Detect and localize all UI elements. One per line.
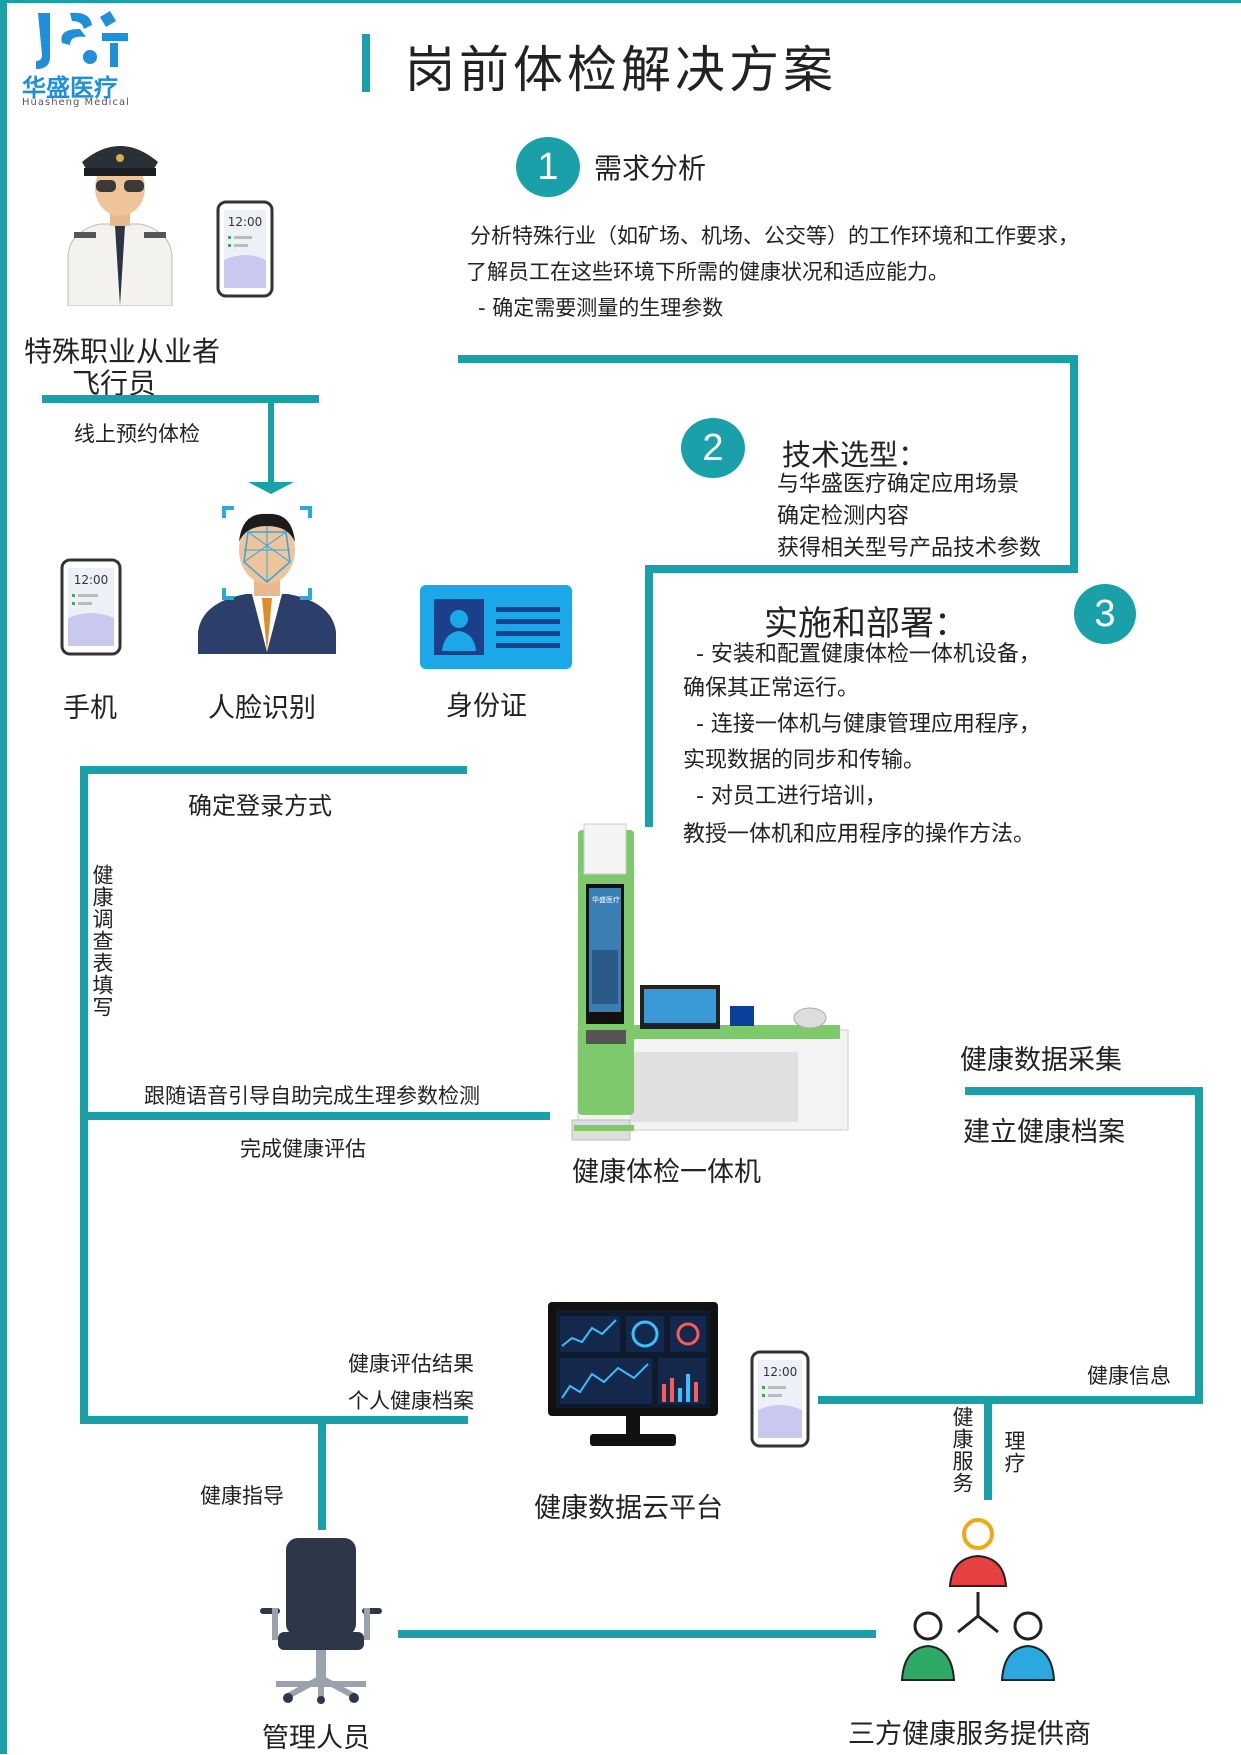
step-2-line-1: 与华盛医疗确定应用场景 <box>777 472 1020 497</box>
voice-line <box>80 1112 550 1120</box>
connector-2-3-v <box>645 565 653 827</box>
pilot-underline <box>42 395 319 403</box>
results-label-2: 个人健康档案 <box>348 1389 474 1413</box>
survey-label: 健康调查表填写 <box>90 864 114 1018</box>
manager-provider-line <box>398 1630 876 1638</box>
voice-label: 跟随语音引导自助完成生理参数检测 <box>144 1084 480 1108</box>
face-label: 人脸识别 <box>208 693 316 724</box>
pilot-illustration <box>67 146 173 306</box>
logo-text-cn: 华盛医疗 <box>22 74 118 102</box>
phone-icon-middle: 12:00 <box>60 558 122 656</box>
step-2-title: 技术选型： <box>782 438 928 472</box>
health-service-label: 健康服务 <box>950 1406 974 1494</box>
health-info-line <box>818 1396 1203 1404</box>
step-2-badge: 2 <box>681 418 745 478</box>
idcard-label: 身份证 <box>446 691 527 722</box>
top-border <box>0 0 1241 3</box>
booking-arrow-stem <box>268 403 274 485</box>
login-top-line <box>80 766 467 774</box>
step-3-line-5: - 对员工进行培训， <box>696 784 887 809</box>
therapy-label: 理疗 <box>1002 1430 1026 1474</box>
collect-line <box>965 1087 1203 1095</box>
service-vertical-line <box>984 1396 992 1500</box>
step-3-line-2: 确保其正常运行。 <box>683 676 860 701</box>
phone-label: 手机 <box>63 693 117 724</box>
archive-label: 建立健康档案 <box>963 1117 1125 1148</box>
step-3-line-1: - 安装和配置健康体检一体机设备， <box>696 642 1041 667</box>
guidance-label: 健康指导 <box>200 1484 284 1508</box>
step-1-badge: 1 <box>516 137 580 197</box>
left-border <box>0 0 7 1754</box>
pilot-label-2: 飞行员 <box>72 367 157 400</box>
cloud-label: 健康数据云平台 <box>534 1493 723 1524</box>
phone-icon-top: 12:00 <box>216 200 274 298</box>
step-2-line-2: 确定检测内容 <box>777 504 910 529</box>
page-title: 岗前体检解决方案 <box>405 41 837 99</box>
step-2-line-3: 获得相关型号产品技术参数 <box>777 536 1042 561</box>
assessment-label: 完成健康评估 <box>240 1137 366 1161</box>
id-card-icon <box>420 585 572 669</box>
title-bar <box>362 34 370 92</box>
step-3-badge: 3 <box>1074 584 1136 644</box>
results-line <box>80 1416 468 1424</box>
pilot-label-1: 特殊职业从业者 <box>24 335 221 368</box>
phone-time-top: 12:00 <box>228 215 263 229</box>
right-vertical-line <box>1195 1087 1203 1404</box>
left-process-vertical <box>80 766 88 1424</box>
arrow-down-icon <box>248 482 294 494</box>
phone-time-middle: 12:00 <box>74 573 109 587</box>
health-info-label: 健康信息 <box>1087 1364 1171 1388</box>
step-3-line-4: 实现数据的同步和传输。 <box>683 748 926 773</box>
logo-mark-icon <box>36 11 128 69</box>
step-1-line-1: 分析特殊行业（如矿场、机场、公交等）的工作环境和工作要求， <box>470 224 1079 248</box>
collect-label: 健康数据采集 <box>960 1045 1122 1076</box>
face-recognition-illustration <box>198 506 336 654</box>
guidance-vertical-line <box>318 1416 326 1530</box>
provider-people-icon <box>900 1518 1056 1681</box>
kiosk-screen-logo: 华盛医疗 <box>592 895 620 904</box>
step-1-line-2: 了解员工在这些环境下所需的健康状况和适应能力。 <box>466 260 949 284</box>
results-label-1: 健康评估结果 <box>348 1352 474 1376</box>
connector-1-2-h <box>458 355 1078 363</box>
step-3-line-3: - 连接一体机与健康管理应用程序， <box>696 712 1041 737</box>
online-booking-label: 线上预约体检 <box>74 422 200 446</box>
step-1-line-3: - 确定需要测量的生理参数 <box>478 296 724 320</box>
connector-1-2-v <box>1070 355 1078 568</box>
connector-2-3-h <box>645 565 1078 573</box>
step-3-title: 实施和部署： <box>764 604 968 644</box>
phone-time-bottom: 12:00 <box>763 1365 798 1379</box>
cloud-platform-monitor-illustration <box>548 1302 718 1446</box>
provider-label: 三方健康服务提供商 <box>848 1719 1091 1750</box>
health-kiosk-illustration: 华盛医疗 <box>571 823 849 1141</box>
phone-icon-bottom: 12:00 <box>750 1350 810 1448</box>
office-chair-icon <box>260 1538 382 1704</box>
step-3-line-6: 教授一体机和应用程序的操作方法。 <box>683 822 1036 847</box>
step-1-title: 需求分析 <box>594 152 707 185</box>
manager-label: 管理人员 <box>262 1723 370 1754</box>
kiosk-label: 健康体检一体机 <box>572 1157 761 1188</box>
logo-text-en: Huasheng Medical <box>22 97 130 108</box>
login-label: 确定登录方式 <box>188 792 332 820</box>
